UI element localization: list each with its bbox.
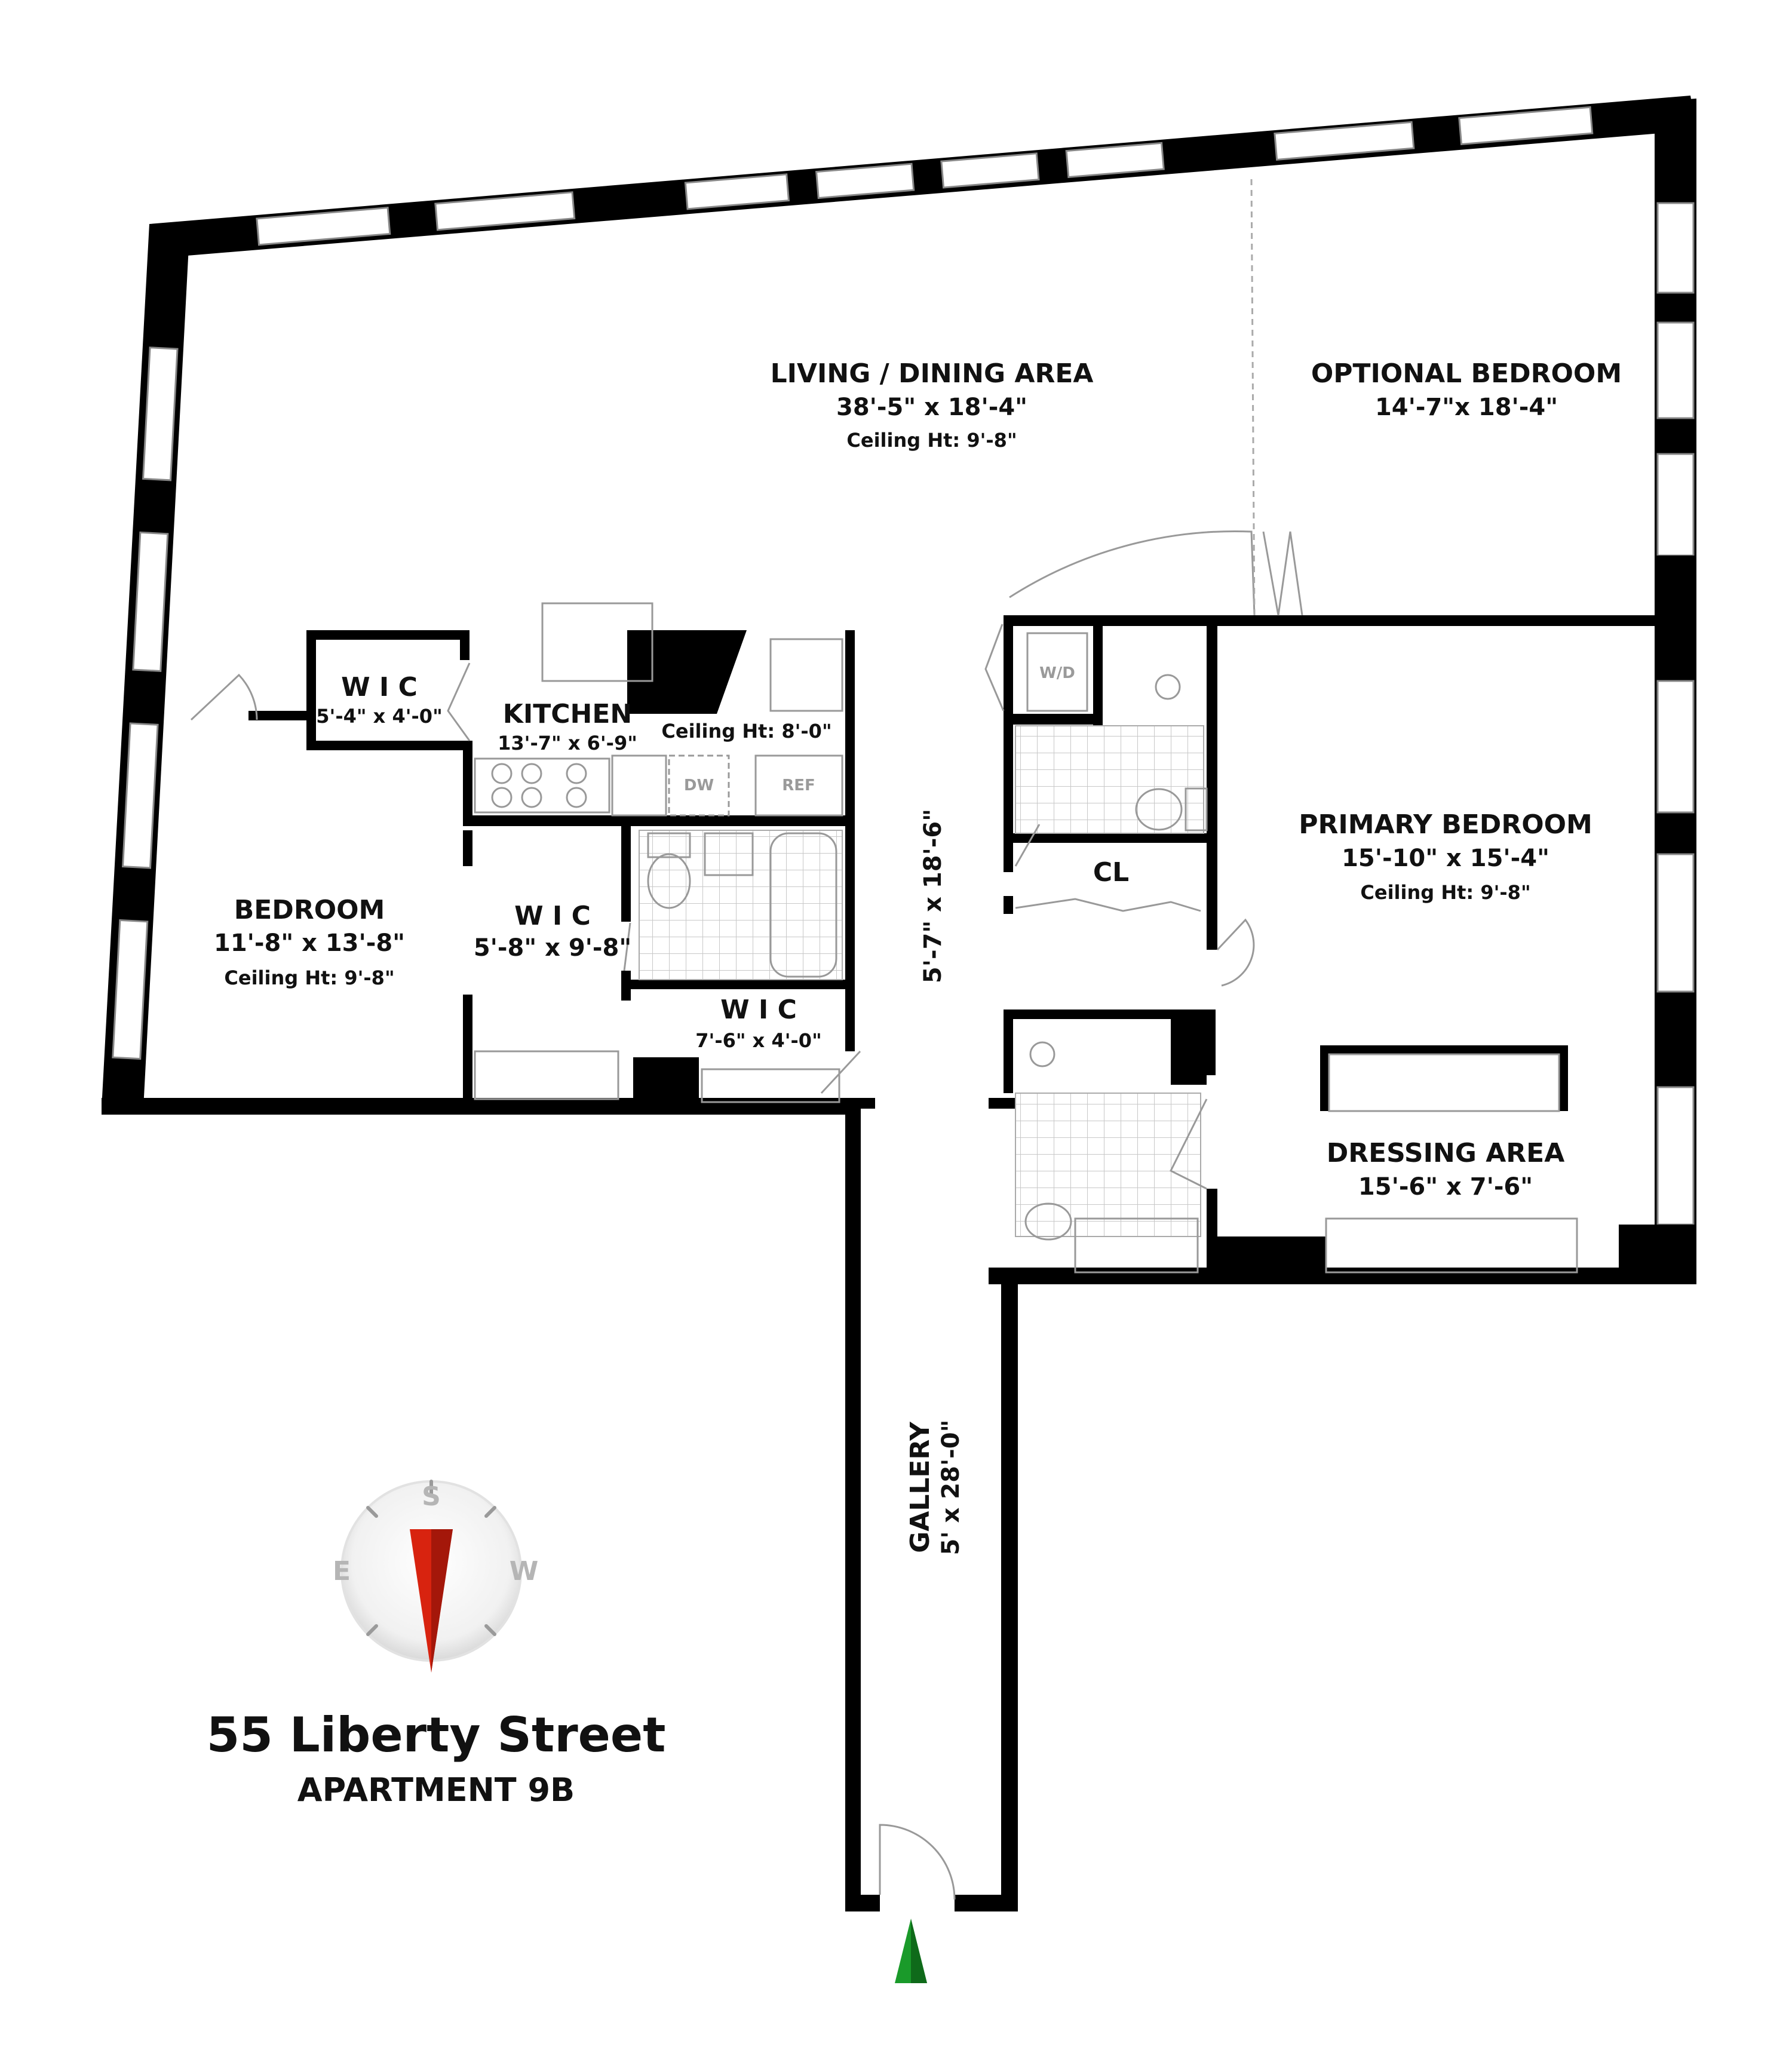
gallery-dims: 5' x 28'-0" xyxy=(937,1420,965,1555)
kitchen-dims: 13'-7" x 6'-9" xyxy=(498,732,637,754)
bedroom-name: BEDROOM xyxy=(234,895,385,925)
living-dining-area: LIVING / DINING AREA 38'-5" x 18'-4" Cei… xyxy=(771,358,1094,452)
primary-bedroom-ceiling: Ceiling Ht: 9'-8" xyxy=(1360,881,1530,904)
compass-east-label: E xyxy=(333,1556,351,1587)
closet-name: CL xyxy=(1093,857,1129,888)
bathroom-left xyxy=(639,830,843,980)
wic-3-name: W I C xyxy=(720,995,797,1025)
closet-units xyxy=(474,1045,1578,1274)
primary-bedroom: PRIMARY BEDROOM 15'-10" x 15'-4" Ceiling… xyxy=(1299,809,1592,904)
dressing-area-name: DRESSING AREA xyxy=(1327,1138,1565,1168)
washer-dryer-label: W/D xyxy=(1039,664,1075,682)
optional-bedroom-name: OPTIONAL BEDROOM xyxy=(1311,358,1622,389)
compass-west-label: W xyxy=(510,1556,539,1587)
windows xyxy=(112,106,1695,1226)
gallery-name: GALLERY xyxy=(905,1421,935,1553)
wic-2-name: W I C xyxy=(514,901,591,931)
wic-2: W I C 5'-8" x 9'-8" xyxy=(474,901,631,962)
living-room-dims: 38'-5" x 18'-4" xyxy=(836,394,1027,421)
building-title: 55 Liberty Street APARTMENT 9B xyxy=(207,1707,666,1809)
wic-1-name: W I C xyxy=(341,672,418,702)
kitchen-name: KITCHEN xyxy=(503,699,632,729)
wic-1: W I C 5'-4" x 4'-0" xyxy=(316,672,442,728)
doors xyxy=(190,179,1303,1900)
bedroom: BEDROOM 11'-8" x 13'-8" Ceiling Ht: 9'-8… xyxy=(214,895,405,989)
kitchen-fixtures: DW REF xyxy=(474,602,843,817)
optional-bedroom: OPTIONAL BEDROOM 14'-7"x 18'-4" xyxy=(1311,358,1622,421)
bedroom-dims: 11'-8" x 13'-8" xyxy=(214,929,405,957)
dishwasher-label: DW xyxy=(684,777,714,794)
living-room-ceiling: Ceiling Ht: 9'-8" xyxy=(846,429,1017,452)
hall: 5'-7" x 18'-6" xyxy=(919,809,947,983)
wic-3: W I C 7'-6" x 4'-0" xyxy=(695,995,821,1052)
bathroom-right-top: W/D xyxy=(1015,632,1208,834)
primary-bedroom-dims: 15'-10" x 15'-4" xyxy=(1342,845,1549,872)
wic-3-dims: 7'-6" x 4'-0" xyxy=(695,1029,821,1052)
living-room-name: LIVING / DINING AREA xyxy=(771,358,1094,389)
refrigerator-label: REF xyxy=(782,777,815,794)
building-address: 55 Liberty Street xyxy=(207,1707,666,1763)
bedroom-ceiling: Ceiling Ht: 9'-8" xyxy=(224,966,394,989)
wic-1-dims: 5'-4" x 4'-0" xyxy=(316,705,442,728)
interior-walls xyxy=(248,556,1696,1284)
bathroom-right-bottom xyxy=(1015,1041,1201,1274)
gallery: GALLERY 5' x 28'-0" xyxy=(905,1420,965,1555)
kitchen-ceiling: Ceiling Ht: 8'-0" xyxy=(661,720,831,742)
primary-bedroom-name: PRIMARY BEDROOM xyxy=(1299,809,1592,840)
hall-dims: 5'-7" x 18'-6" xyxy=(919,809,947,983)
closet: CL xyxy=(1093,857,1129,888)
optional-bedroom-dims: 14'-7"x 18'-4" xyxy=(1375,394,1558,421)
dressing-area-dims: 15'-6" x 7'-6" xyxy=(1358,1173,1533,1201)
apartment-number: APARTMENT 9B xyxy=(297,1771,575,1809)
dressing-area: DRESSING AREA 15'-6" x 7'-6" xyxy=(1327,1138,1565,1201)
compass: S E W xyxy=(333,1480,539,1673)
kitchen: KITCHEN 13'-7" x 6'-9" Ceiling Ht: 8'-0" xyxy=(498,699,831,754)
wic-2-dims: 5'-8" x 9'-8" xyxy=(474,934,631,962)
entry-arrow-icon xyxy=(895,1919,927,1983)
compass-south-label: S xyxy=(422,1481,441,1512)
